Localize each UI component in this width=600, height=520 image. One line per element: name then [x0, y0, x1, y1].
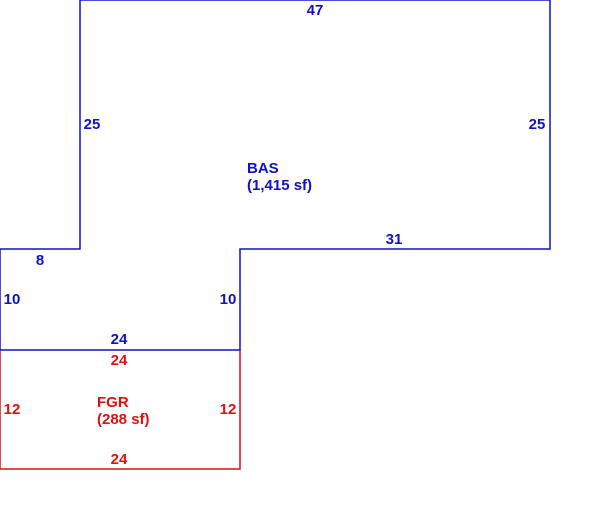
- bas-area-size: (1,415 sf): [247, 177, 312, 194]
- bas-dim-left-lower: 10: [4, 291, 21, 308]
- fgr-dim-left: 12: [4, 401, 21, 418]
- bas-dim-step-top: 8: [36, 252, 44, 269]
- fgr-area-code: FGR: [97, 394, 129, 411]
- fgr-dim-top: 24: [111, 352, 128, 369]
- bas-dim-bottom: 24: [111, 331, 128, 348]
- fgr-outline: [0, 350, 241, 470]
- bas-dim-inner-right: 10: [220, 291, 237, 308]
- bas-outline: [0, 0, 551, 351]
- bas-dim-left-upper: 25: [84, 116, 101, 133]
- bas-area-code: BAS: [247, 160, 279, 177]
- bas-dim-inner-bottom: 31: [386, 231, 403, 248]
- fgr-dim-right: 12: [220, 401, 237, 418]
- bas-dim-right: 25: [529, 116, 546, 133]
- fgr-dim-bottom: 24: [111, 451, 128, 468]
- fgr-area-size: (288 sf): [97, 411, 150, 428]
- bas-dim-top: 47: [307, 2, 324, 19]
